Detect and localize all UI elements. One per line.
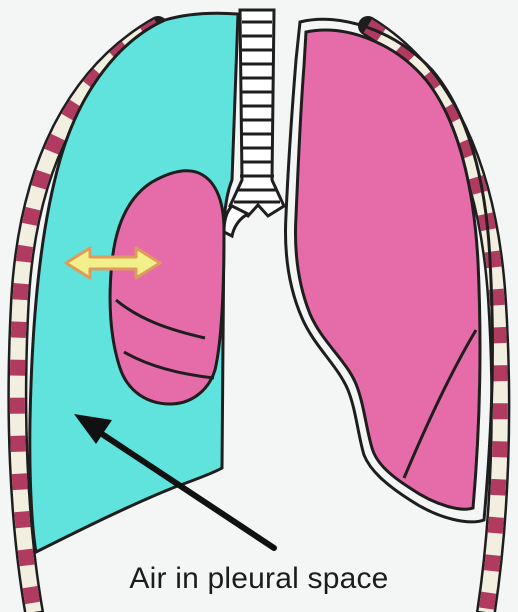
caption-text: Air in pleural space: [0, 562, 518, 596]
collapsed-lung: [110, 171, 224, 404]
normal-lung: [286, 19, 493, 522]
